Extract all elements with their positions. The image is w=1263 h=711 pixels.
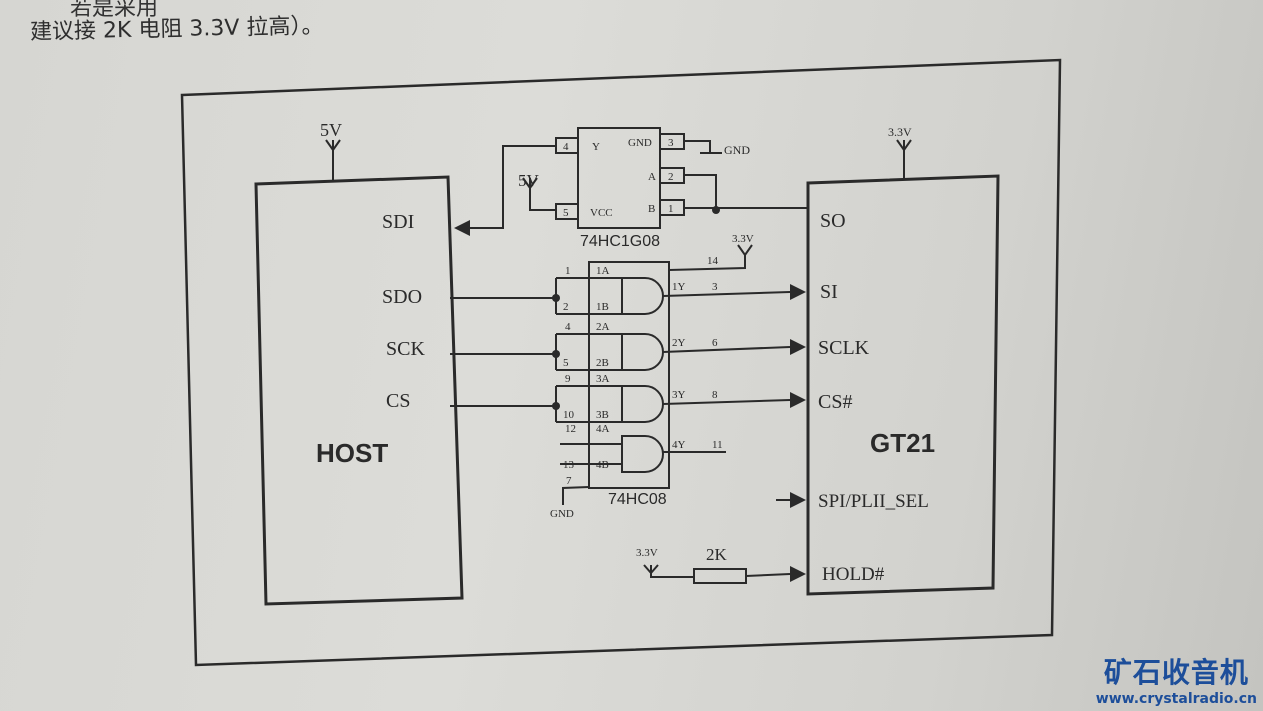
gate-a-pin: 12 bbox=[565, 423, 576, 435]
ic2-vcc-pin: 14 bbox=[707, 255, 719, 267]
host-pin-sck: SCK bbox=[386, 338, 425, 360]
gate-b-label: 4B bbox=[596, 459, 609, 471]
gate-y-label: 1Y bbox=[672, 281, 686, 293]
ic1-pin-num: 5 bbox=[563, 207, 569, 219]
junction-dot bbox=[552, 402, 560, 410]
ic1-pin-num: 1 bbox=[668, 203, 674, 215]
gate-a-pin: 1 bbox=[565, 265, 571, 277]
watermark-name: 矿石收音机 bbox=[1103, 656, 1249, 689]
pullup-3v3-symbol bbox=[643, 564, 694, 578]
gt21-pin-cs: CS# bbox=[818, 391, 852, 413]
ic2-vcc-label: 3.3V bbox=[732, 233, 754, 245]
pullup-supply-label: 3.3V bbox=[636, 547, 658, 559]
gate-b-pin: 5 bbox=[563, 357, 569, 369]
hold-arrow bbox=[790, 566, 806, 582]
ic1-label: 74HC1G08 bbox=[580, 233, 660, 250]
ic1-gnd-label: GND bbox=[724, 143, 750, 157]
ic2-gnd-label: GND bbox=[550, 508, 574, 520]
si-arrow bbox=[790, 284, 806, 300]
and-gate-4 bbox=[621, 435, 664, 473]
gate-b-pin: 13 bbox=[563, 459, 575, 471]
gate-b-label: 3B bbox=[596, 409, 609, 421]
gate-y-label: 3Y bbox=[672, 389, 686, 401]
resistor-2k bbox=[693, 568, 747, 584]
sdi-wire bbox=[470, 145, 556, 229]
ic2-label: 74HC08 bbox=[608, 491, 667, 508]
host-pin-sdo: SDO bbox=[382, 286, 422, 308]
sdi-arrow bbox=[454, 220, 470, 236]
host-power-label: 5V bbox=[320, 120, 342, 140]
watermark-url: www.crystalradio.cn bbox=[1095, 691, 1257, 707]
cut-off-text: 若是采用 bbox=[70, 0, 159, 21]
gt21-box bbox=[806, 174, 1000, 596]
gnd-wire bbox=[684, 140, 722, 154]
host-pin-cs: CS bbox=[386, 390, 410, 412]
host-pin-sdi: SDI bbox=[382, 211, 414, 233]
gate-out-pin: 6 bbox=[712, 337, 718, 349]
gate-a-pin: 9 bbox=[565, 373, 571, 385]
host-box bbox=[254, 175, 464, 606]
outer-frame bbox=[180, 58, 1062, 667]
gt21-pin-hold: HOLD# bbox=[822, 564, 885, 585]
and-gate-1 bbox=[621, 277, 664, 315]
gt21-pin-si: SI bbox=[820, 281, 838, 303]
gt21-title: GT21 bbox=[870, 428, 935, 458]
gt21-pin-spi-sel: SPI/PLII_SEL bbox=[818, 491, 929, 512]
host-5v-symbol bbox=[325, 139, 341, 180]
gate-a-label: 3A bbox=[596, 373, 610, 385]
ic1-pin-name: A bbox=[648, 171, 656, 183]
gate-out-pin: 3 bbox=[712, 281, 718, 293]
sclk-arrow bbox=[790, 339, 806, 355]
ic1-pin-num: 4 bbox=[563, 141, 569, 153]
gate-b-pin: 2 bbox=[563, 301, 569, 313]
vcc-5v-wire bbox=[522, 177, 556, 211]
ic1-pin-name: Y bbox=[592, 141, 600, 153]
gate-y-label: 4Y bbox=[672, 439, 686, 451]
gate-a-label: 4A bbox=[596, 423, 610, 435]
so-wire bbox=[684, 174, 808, 210]
ic-74hc08-body bbox=[588, 261, 670, 489]
and-gate-3 bbox=[621, 385, 664, 423]
and-gate-2 bbox=[621, 333, 664, 371]
junction-dot bbox=[552, 350, 560, 358]
gate-a-label: 1A bbox=[596, 265, 610, 277]
gnd-74hc08-wire bbox=[562, 486, 590, 505]
gt21-power-label: 3.3V bbox=[888, 125, 912, 139]
ic1-vcc-label: 5V bbox=[518, 171, 540, 190]
spi-sel-arrow bbox=[790, 492, 806, 508]
resistor-value: 2K bbox=[706, 545, 728, 564]
gate-out-pin: 8 bbox=[712, 389, 718, 401]
gate-b-label: 1B bbox=[596, 301, 609, 313]
gate-a-pin: 4 bbox=[565, 321, 571, 333]
ic1-pin-name: B bbox=[648, 203, 655, 215]
ic2-gnd-pin: 7 bbox=[566, 475, 572, 487]
gate-out-pin: 11 bbox=[712, 439, 723, 451]
vcc-3v3-wire bbox=[668, 244, 753, 271]
gate-a-label: 2A bbox=[596, 321, 610, 333]
gate-y-label: 2Y bbox=[672, 337, 686, 349]
ic1-pin-name: VCC bbox=[590, 207, 613, 219]
cs-arrow bbox=[790, 392, 806, 408]
watermark: 矿石收音机 www.crystalradio.cn bbox=[1096, 651, 1257, 707]
host-title: HOST bbox=[316, 438, 388, 468]
gt21-pin-sclk: SCLK bbox=[818, 337, 870, 359]
gate-b-label: 2B bbox=[596, 357, 609, 369]
junction-dot bbox=[552, 294, 560, 302]
gt21-3v3-symbol bbox=[896, 139, 912, 178]
ic1-pin-name: GND bbox=[628, 137, 652, 149]
ic1-pin-num: 3 bbox=[668, 137, 674, 149]
ic1-pin-num: 2 bbox=[668, 171, 674, 183]
gt21-pin-so: SO bbox=[820, 210, 846, 232]
junction-dot bbox=[712, 206, 720, 214]
gate-b-pin: 10 bbox=[563, 409, 575, 421]
